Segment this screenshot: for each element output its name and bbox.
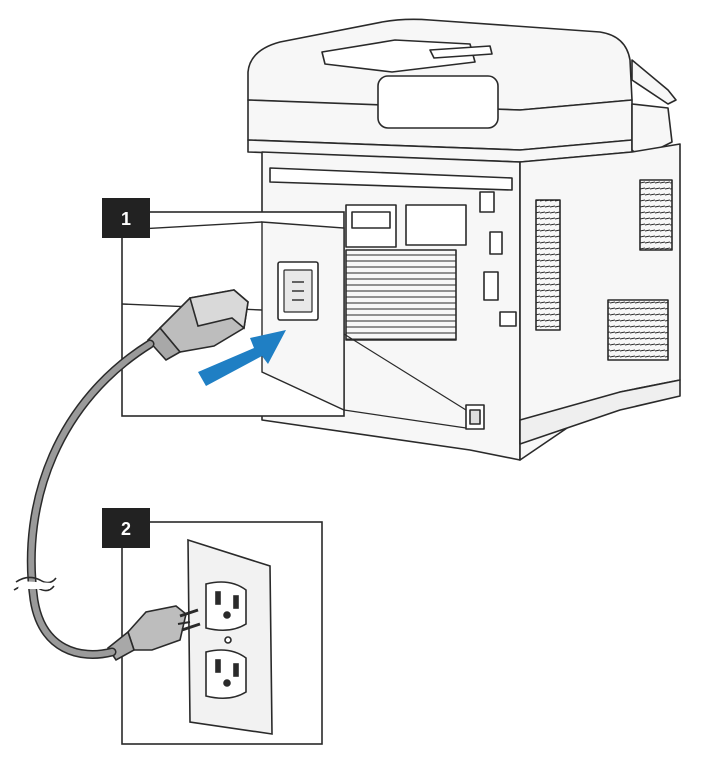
duplex-outlet-icon (187, 538, 273, 735)
step-2-badge: 2 (102, 508, 150, 548)
callout-leader-lines (343, 333, 467, 429)
power-cord-cable (13, 339, 155, 659)
cable-break-mark (13, 576, 57, 592)
insert-arrow-icon (198, 330, 286, 386)
step-2-inset (106, 521, 323, 745)
printer-rear-vents (345, 249, 457, 341)
power-socket-icon (277, 261, 319, 321)
printer-power-socket-icon (465, 404, 485, 430)
step-2-number: 2 (121, 519, 131, 539)
step-1-number: 1 (121, 209, 131, 229)
step-1-inset (121, 211, 345, 417)
step-1-badge: 1 (102, 198, 150, 238)
printer-side-vents (535, 199, 561, 331)
power-cord-c13-plug-icon (146, 289, 249, 362)
